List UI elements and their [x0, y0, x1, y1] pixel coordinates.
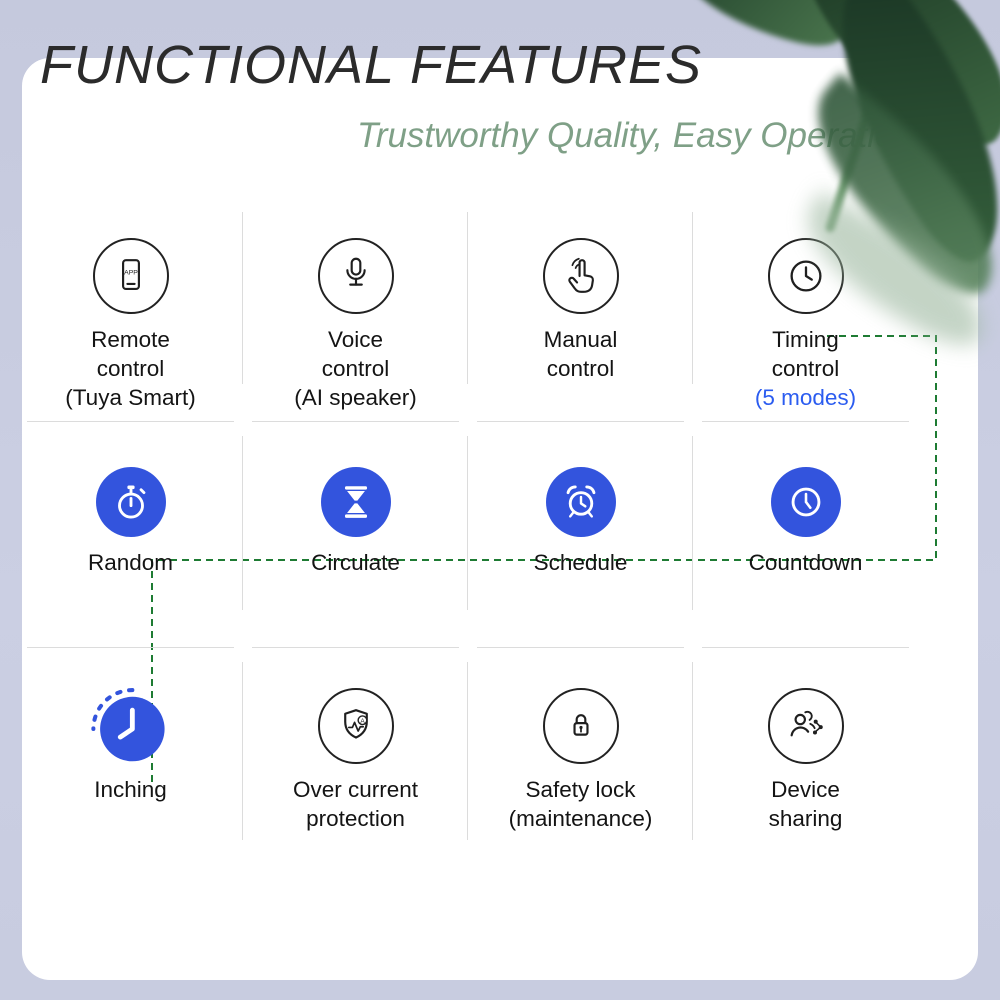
svg-text:A: A	[360, 718, 365, 725]
people-share-icon	[767, 688, 844, 764]
page-title: FUNCTIONAL FEATURES	[40, 35, 703, 95]
feature-timing-control: Timing control (5 modes)	[693, 198, 918, 422]
inching-clock-icon	[88, 682, 174, 768]
clock-icon	[767, 238, 844, 314]
feature-inching: Inching	[18, 648, 243, 878]
feature-label: Safety lock (maintenance)	[508, 777, 653, 831]
feature-label: Remote control	[91, 327, 170, 381]
feature-grid: APP Remote control (Tuya Smart) Voice co…	[18, 198, 918, 878]
feature-label: Inching	[94, 777, 167, 802]
feature-label: Schedule	[533, 550, 628, 575]
feature-voice-control: Voice control (AI speaker)	[243, 198, 468, 422]
feature-note: (5 modes)	[754, 384, 857, 410]
feature-label: Manual control	[543, 327, 618, 381]
feature-random: Random	[18, 422, 243, 648]
feature-remote-control: APP Remote control (Tuya Smart)	[18, 198, 243, 422]
feature-device-sharing: Device sharing	[693, 648, 918, 878]
feature-label: Circulate	[311, 550, 400, 575]
feature-manual-control: Manual control	[468, 198, 693, 422]
feature-label: Voice control	[321, 327, 390, 381]
feature-over-current-protection: A Over current protection	[243, 648, 468, 878]
clock-icon	[770, 467, 841, 537]
feature-label: Over current protection	[292, 777, 419, 831]
feature-note: (Tuya Smart)	[65, 384, 196, 410]
shield-wave-icon: A	[317, 688, 394, 764]
svg-text:APP: APP	[124, 270, 138, 277]
page-subtitle: Trustworthy Quality, Easy Operation	[357, 116, 914, 155]
feature-note: (AI speaker)	[294, 384, 417, 410]
feature-label: Random	[87, 550, 174, 575]
alarm-clock-icon	[545, 467, 616, 537]
feature-countdown: Countdown	[693, 422, 918, 648]
feature-safety-lock: Safety lock (maintenance)	[468, 648, 693, 878]
padlock-icon	[542, 688, 619, 764]
feature-label: Countdown	[748, 550, 863, 575]
hand-touch-icon	[542, 238, 619, 314]
feature-label: Timing control	[771, 327, 840, 381]
feature-schedule: Schedule	[468, 422, 693, 648]
stopwatch-icon	[95, 467, 166, 537]
feature-circulate: Circulate	[243, 422, 468, 648]
feature-label: Device sharing	[768, 777, 843, 831]
smartphone-app-icon: APP	[92, 238, 169, 314]
microphone-icon	[317, 238, 394, 314]
hourglass-icon	[320, 467, 391, 537]
